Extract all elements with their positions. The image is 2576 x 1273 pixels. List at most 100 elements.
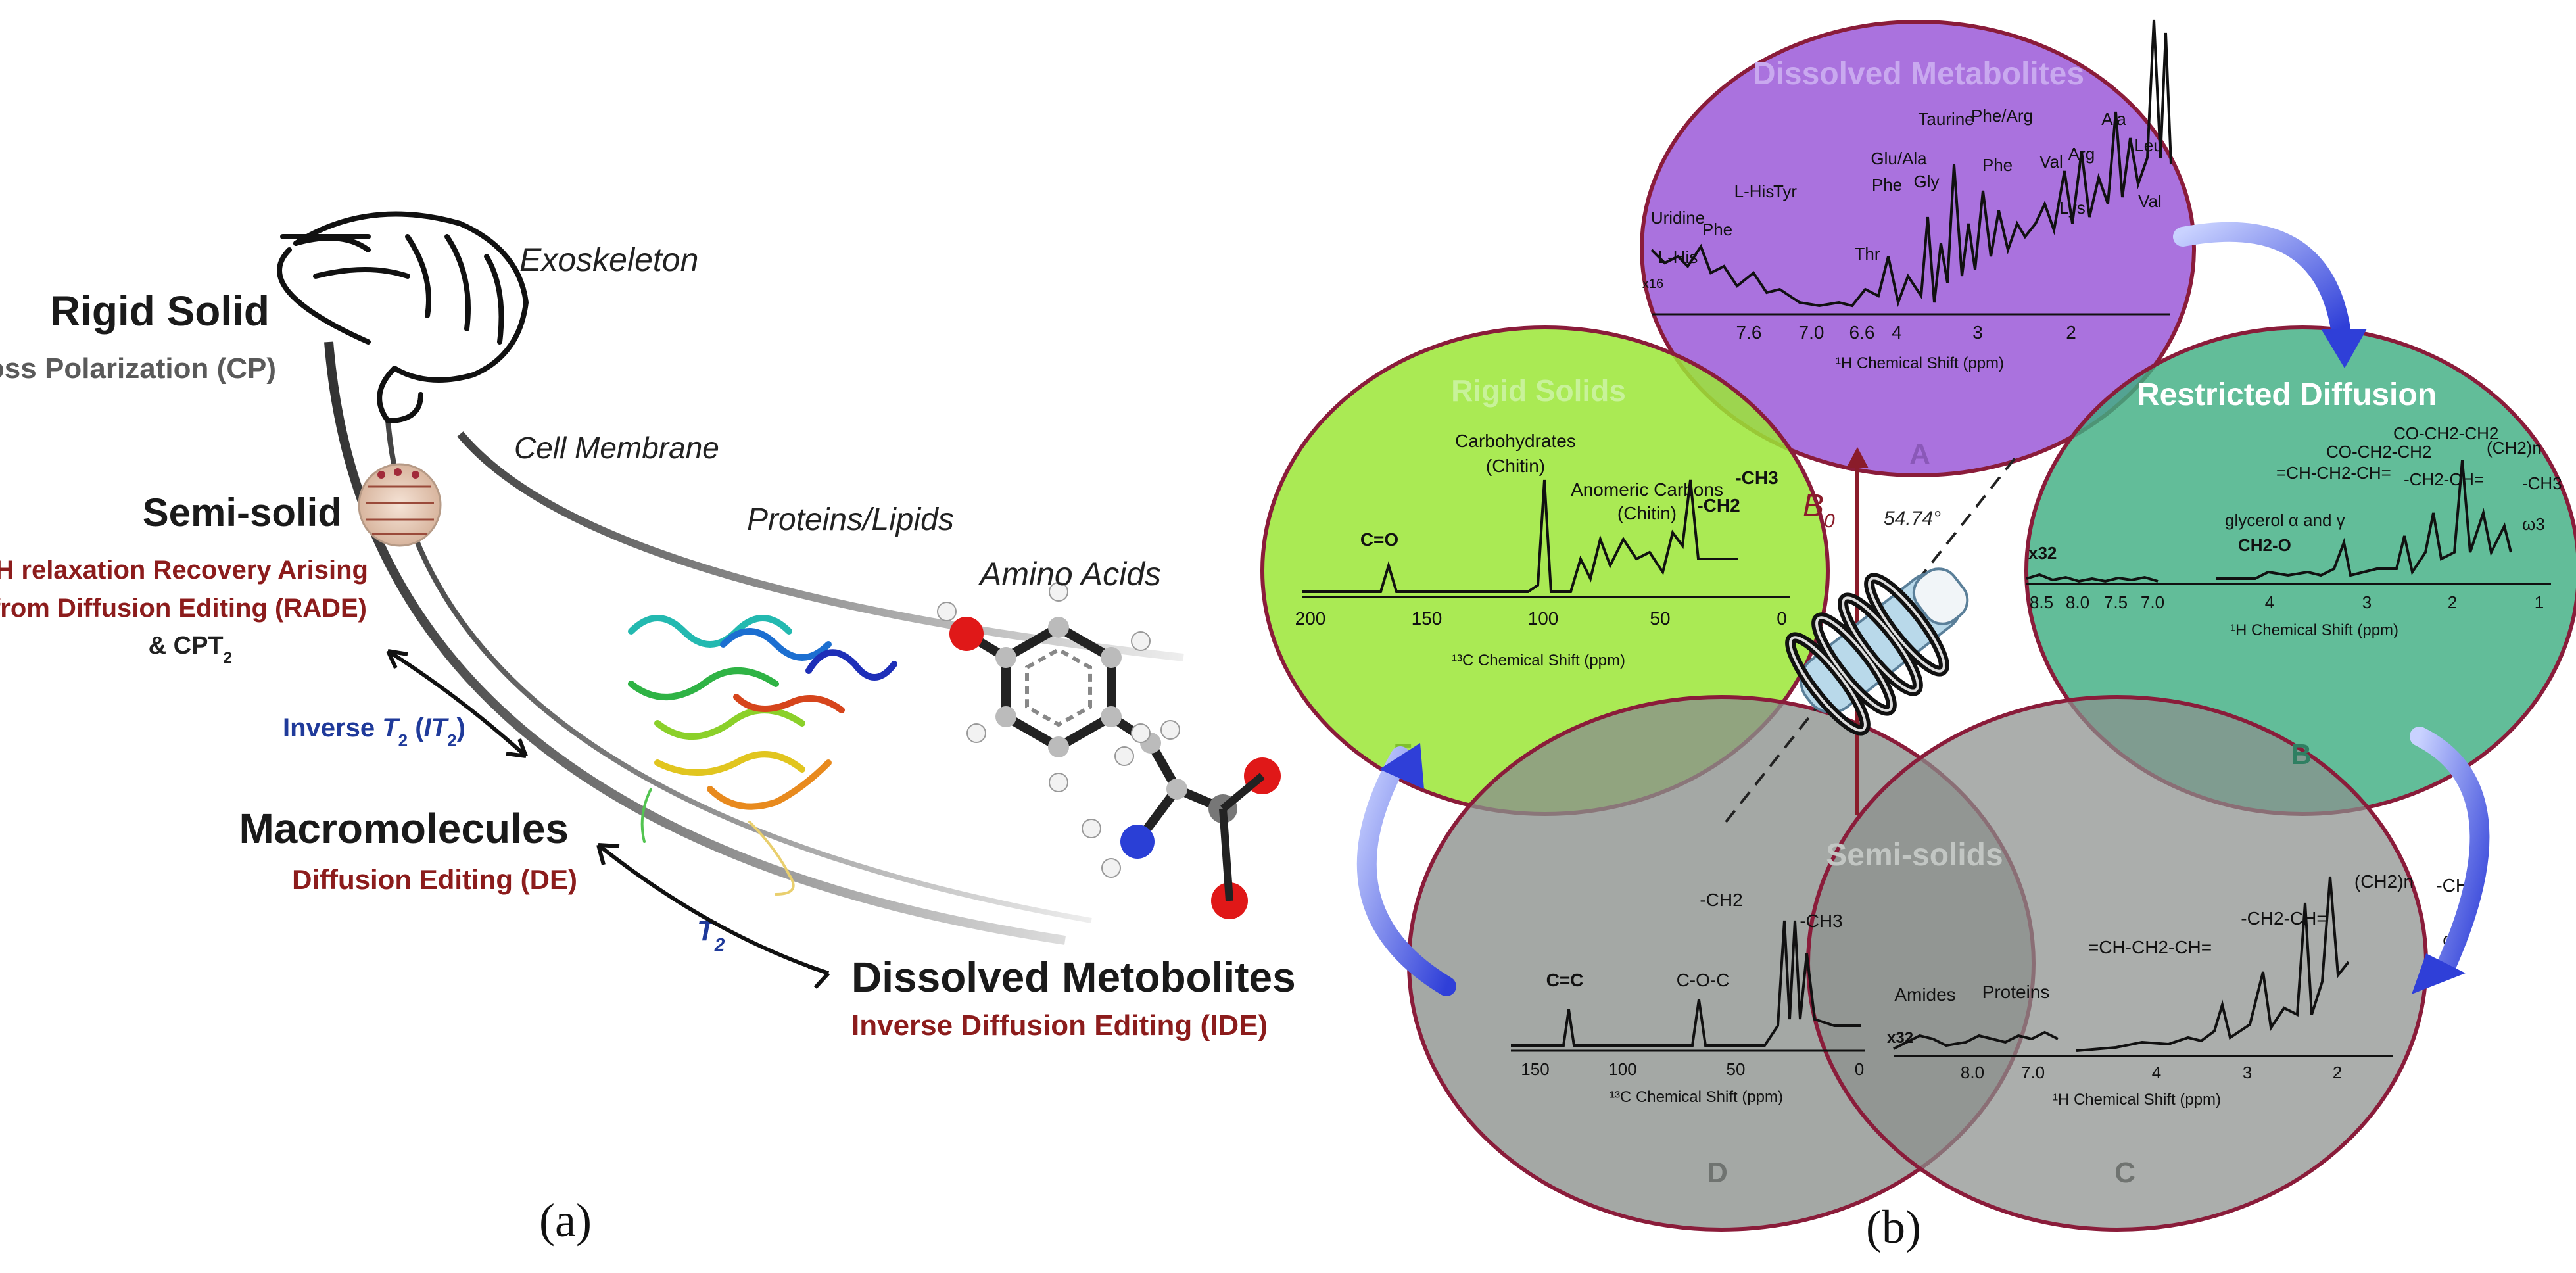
- spectrum-d-trace: [1511, 920, 1861, 1047]
- spectrum-d-peak-labels: C=C C-O-C -CH2 -CH3: [1546, 890, 1843, 990]
- svg-text:Arg: Arg: [2068, 144, 2095, 164]
- svg-text:CH2-O: CH2-O: [2238, 535, 2291, 555]
- arrow-inverse-t2: [386, 649, 528, 758]
- svg-text:Amides: Amides: [1894, 984, 1955, 1005]
- svg-text:-CH2-CH=: -CH2-CH=: [2241, 908, 2327, 928]
- title-dissolved-metabolites: Dissolved Metabolites: [1753, 57, 2084, 91]
- spectrum-b-trace-2: [2216, 460, 2512, 580]
- svg-text:-CH3: -CH3: [2522, 473, 2562, 493]
- spectrum-c-scale: x32: [1887, 1029, 1913, 1047]
- svg-text:L-His: L-His: [1658, 247, 1698, 267]
- amino-acids-label: Amino Acids: [978, 556, 1161, 592]
- svg-text:=CH-CH2-CH=: =CH-CH2-CH=: [2088, 937, 2212, 957]
- svg-text:50: 50: [1727, 1059, 1746, 1079]
- b0-label: B0: [1803, 489, 1835, 532]
- svg-text:-CH3: -CH3: [1800, 911, 1842, 931]
- svg-text:2: 2: [2333, 1063, 2342, 1082]
- svg-text:C=O: C=O: [1360, 529, 1398, 550]
- cell-membrane-label: Cell Membrane: [514, 431, 719, 465]
- inverse-t2-label: Inverse T2 (IT2): [283, 713, 465, 750]
- svg-text:1: 1: [2535, 592, 2544, 612]
- arrow-t2: [596, 843, 830, 990]
- protein-ribbon-icon: [628, 615, 897, 896]
- t2-label: T2: [697, 915, 725, 955]
- semi-solid-method-line2: from Diffusion Editing (RADE): [0, 594, 367, 623]
- svg-text:7.0: 7.0: [1799, 322, 1825, 343]
- svg-text:-CH2: -CH2: [1697, 495, 1740, 516]
- svg-text:6.6: 6.6: [1849, 322, 1875, 343]
- svg-text:=CH-CH2-CH=: =CH-CH2-CH=: [2276, 463, 2391, 483]
- exoskeleton-label: Exoskeleton: [519, 241, 698, 278]
- svg-text:Glu/Ala: Glu/Ala: [1871, 149, 1927, 168]
- circle-letter-c: C: [2114, 1157, 2135, 1189]
- svg-text:(CH2)n: (CH2)n: [2354, 871, 2414, 892]
- svg-text:-CH2: -CH2: [1700, 890, 1742, 910]
- title-semi-solids: Semi-solids: [1826, 838, 2003, 873]
- spectrum-a-peak-labels: Uridine L-His Phe L-His Tyr Thr Glu/Ala …: [1642, 106, 2163, 291]
- svg-text:Phe: Phe: [1702, 220, 1732, 239]
- svg-text:3: 3: [2243, 1063, 2252, 1082]
- svg-text:Lys: Lys: [2059, 198, 2086, 218]
- arc-membrane: [457, 431, 1184, 661]
- spectrum-b-trace: [2026, 573, 2159, 583]
- svg-text:C-O-C: C-O-C: [1677, 970, 1730, 990]
- macromolecules-method: Diffusion Editing (DE): [292, 864, 577, 895]
- svg-text:8.5: 8.5: [2030, 592, 2053, 612]
- mas-rotor-coil-icon: [1785, 567, 1969, 736]
- spectrum-e-axis-title: ¹³C Chemical Shift (ppm): [1452, 652, 1625, 669]
- svg-text:(Chitin): (Chitin): [1617, 503, 1677, 523]
- semi-solid-method-line3: & CPT2: [149, 632, 232, 667]
- spectrum-b-peak-labels: CO-CH2-CH2 CO-CH2-CH2 =CH-CH2-CH= -CH2-C…: [2225, 423, 2562, 555]
- svg-text:Proteins: Proteins: [1982, 982, 2050, 1002]
- spectrum-c-trace-2: [2076, 876, 2350, 1052]
- spectrum-e-trace: [1302, 479, 1738, 593]
- svg-text:Gly: Gly: [1914, 172, 1940, 191]
- spectrum-b-ticks: 8.5 8.0 7.5 7.0 4 3 2 1: [2030, 592, 2544, 612]
- flow-arrow-d-to-e: [1356, 743, 1456, 996]
- svg-text:2: 2: [2448, 592, 2457, 612]
- svg-text:200: 200: [1295, 608, 1326, 629]
- svg-text:3: 3: [1972, 322, 1983, 343]
- svg-text:ω3: ω3: [2522, 514, 2545, 534]
- cell-membrane-icon: [358, 463, 442, 547]
- panel-b: Dissolved Metabolites Rigid Solids Restr…: [1260, 19, 2576, 1253]
- svg-text:Phe: Phe: [1872, 175, 1902, 195]
- svg-text:Taurine: Taurine: [1918, 109, 1974, 129]
- svg-text:7.5: 7.5: [2104, 592, 2128, 612]
- proteins-lipids-label: Proteins/Lipids: [747, 502, 954, 537]
- spectrum-c-trace: [1893, 1030, 2059, 1050]
- svg-text:-CH2-CH=: -CH2-CH=: [2404, 469, 2484, 489]
- svg-text:Val: Val: [2138, 191, 2162, 211]
- spectrum-b-axis-title: ¹H Chemical Shift (ppm): [2230, 621, 2398, 639]
- svg-text:150: 150: [1521, 1059, 1549, 1079]
- svg-text:0: 0: [1777, 608, 1787, 629]
- circle-letter-a: A: [1909, 438, 1930, 470]
- svg-text:8.0: 8.0: [2066, 592, 2089, 612]
- svg-text:2: 2: [2066, 322, 2076, 343]
- svg-text:0: 0: [1855, 1059, 1864, 1079]
- svg-text:4: 4: [1892, 322, 1902, 343]
- panel-b-caption: (b): [1866, 1201, 1921, 1253]
- spectrum-a-ticks: 7.6 7.0 6.6 4 3 2: [1736, 322, 2076, 343]
- magic-angle-label: 54.74°: [1884, 508, 1941, 529]
- svg-text:100: 100: [1528, 608, 1559, 629]
- rigid-solid-title: Rigid Solid: [50, 287, 270, 335]
- svg-text:Carbohydrates: Carbohydrates: [1455, 431, 1576, 451]
- spectrum-e-ticks: 200 150 100 50 0: [1295, 608, 1787, 629]
- svg-text:Phe: Phe: [1982, 155, 2013, 175]
- svg-text:CO-CH2-CH2: CO-CH2-CH2: [2393, 423, 2498, 443]
- spectrum-a: ¹H Chemical Shift (ppm) 7.6 7.0 6.6 4 3 …: [1642, 19, 2172, 372]
- svg-text:7.0: 7.0: [2141, 592, 2164, 612]
- svg-text:Ala: Ala: [2101, 109, 2126, 129]
- svg-text:50: 50: [1650, 608, 1670, 629]
- amino-acid-molecule-icon: [937, 582, 1281, 919]
- circle-letter-d: D: [1707, 1157, 1728, 1189]
- shrimp-icon: [277, 211, 529, 424]
- spectrum-a-trace: [1650, 19, 2172, 308]
- semi-solid-method-line1: 1H relaxation Recovery Arising: [0, 553, 368, 585]
- svg-text:4: 4: [2265, 592, 2274, 612]
- svg-text:4: 4: [2152, 1063, 2161, 1082]
- semi-solid-title: Semi-solid: [143, 491, 342, 535]
- rigid-solid-method: Cross Polarization (CP): [0, 352, 276, 385]
